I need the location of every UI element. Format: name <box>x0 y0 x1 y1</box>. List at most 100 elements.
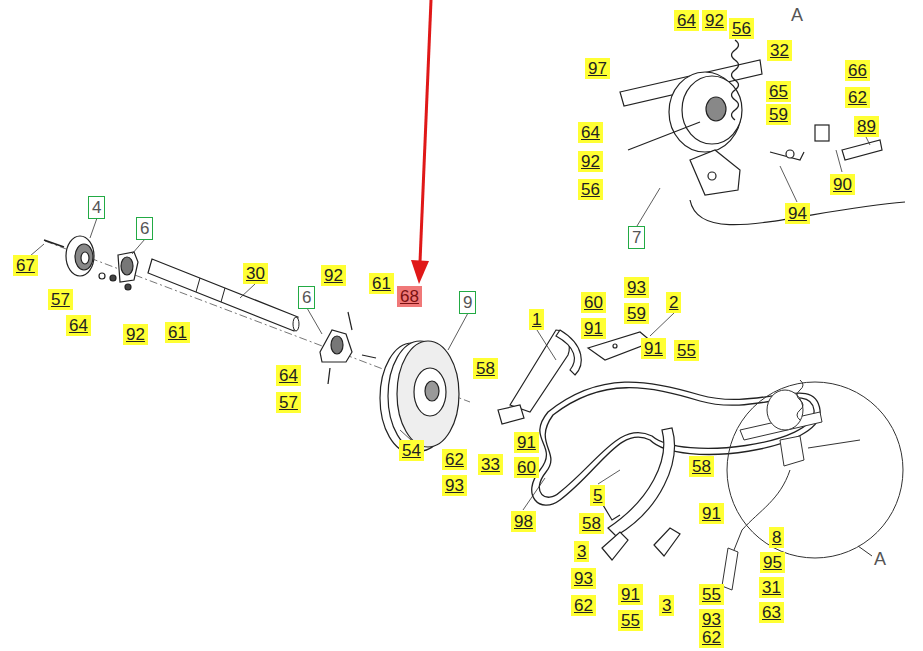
bearing-6-left-shape <box>99 273 105 279</box>
inset-a-shape <box>786 150 794 158</box>
red-arrow-shape <box>411 260 429 284</box>
callout-number: 55 <box>618 610 643 631</box>
flange-bearing-4-shape <box>75 244 93 270</box>
callout-number: 93 <box>442 475 467 496</box>
leader-lines-shape <box>637 188 660 226</box>
flange-bearing-4-shape <box>81 252 89 264</box>
guard-5-shape <box>608 428 674 536</box>
inset-a-shape <box>706 97 726 121</box>
assembly-number: 7 <box>628 226 645 249</box>
leader-lines-shape <box>598 470 620 484</box>
callout-number: 93 <box>571 568 596 589</box>
callout-number: 63 <box>759 602 784 623</box>
callout-number: 55 <box>699 584 724 605</box>
callout-number: 8 <box>769 527 784 548</box>
callout-number: 59 <box>766 104 791 125</box>
callout-number: 65 <box>766 81 791 102</box>
leader-lines-shape <box>132 239 145 254</box>
callout-number: 91 <box>514 432 539 453</box>
belt-shape <box>532 382 820 505</box>
callout-number: 92 <box>702 10 727 31</box>
callout-number: 97 <box>585 58 610 79</box>
callout-number: 3 <box>574 541 589 562</box>
callout-number: 57 <box>48 289 73 310</box>
callout-number: 60 <box>514 457 539 478</box>
shaft-30 <box>148 259 299 331</box>
belt-shape <box>539 388 814 498</box>
leader-lines-shape <box>650 313 674 336</box>
bracket-2-shape <box>613 344 617 348</box>
part-58 <box>498 405 524 424</box>
leader-lines-shape <box>523 478 545 510</box>
red-arrow-shape <box>420 0 431 262</box>
callout-number: 55 <box>674 340 699 361</box>
shaft-30-shape <box>293 317 299 331</box>
brackets-3 <box>602 528 680 560</box>
leader-lines-shape <box>780 166 797 202</box>
bearing-6-right-shape <box>348 312 352 330</box>
callout-number: 92 <box>321 265 346 286</box>
callout-number: 59 <box>624 303 649 324</box>
assembly-number: 9 <box>459 291 476 314</box>
shaft-30-shape <box>221 288 225 302</box>
callout-number: 56 <box>578 179 603 200</box>
inset-circle-a-shape <box>808 440 860 448</box>
pulley-9-shape <box>425 381 439 401</box>
callout-number: 56 <box>729 18 754 39</box>
callout-number: 64 <box>276 365 301 386</box>
leader-lines-shape <box>90 218 97 238</box>
bearing-6-right <box>320 312 376 384</box>
inset-circle-a <box>722 380 903 590</box>
pulley-9-shape <box>414 368 446 416</box>
callout-number: 58 <box>473 358 498 379</box>
shaft-30-shape <box>196 278 200 292</box>
bearing-6-left-shape <box>125 284 131 290</box>
pulley-9 <box>380 341 459 453</box>
callout-number: 57 <box>276 392 301 413</box>
callout-number: 61 <box>165 322 190 343</box>
bearing-6-left <box>99 252 138 290</box>
callout-number: 58 <box>689 456 714 477</box>
view-letter: A <box>788 5 806 26</box>
leader-lines-shape <box>448 313 468 350</box>
guard-1-shape <box>556 330 581 375</box>
guard-5 <box>600 428 674 536</box>
bearing-6-right-shape <box>331 336 343 354</box>
callout-number: 30 <box>243 263 268 284</box>
bearing-6-right-shape <box>320 330 352 362</box>
inset-circle-a-shape <box>730 470 790 560</box>
callout-number: 94 <box>785 203 810 224</box>
callout-number: 67 <box>13 255 38 276</box>
leader-lines-shape <box>400 430 411 440</box>
guard-1 <box>510 330 581 412</box>
brackets-3-shape <box>654 528 680 556</box>
callout-number: 98 <box>511 511 536 532</box>
brackets-3-shape <box>602 532 628 560</box>
bearing-6-left-shape <box>110 275 116 281</box>
callout-number: 33 <box>478 454 503 475</box>
callout-number: 58 <box>579 513 604 534</box>
inset-circle-a-shape <box>727 382 903 558</box>
assembly-number: 6 <box>136 217 153 240</box>
bearing-6-right-shape <box>362 355 376 358</box>
callout-number: 66 <box>845 60 870 81</box>
bearing-6-right-shape <box>328 368 330 384</box>
pin-67 <box>44 240 64 247</box>
callout-number: 60 <box>581 292 606 313</box>
callout-number: 1 <box>529 309 544 330</box>
inset-a <box>620 40 905 225</box>
shaft-30-shape <box>148 259 298 331</box>
callout-number: 64 <box>578 122 603 143</box>
inset-a-shape <box>690 150 740 195</box>
callout-number: 93 <box>624 277 649 298</box>
callout-number: 92 <box>578 151 603 172</box>
inset-a-shape <box>708 172 716 180</box>
callout-number: 64 <box>66 315 91 336</box>
callout-number: 5 <box>590 485 605 506</box>
leader-lines-shape <box>307 308 322 334</box>
leader-lines-shape <box>836 150 842 172</box>
assembly-number: 4 <box>88 196 105 219</box>
inset-circle-a-shape <box>858 546 872 556</box>
inset-circle-a-shape <box>780 436 804 466</box>
